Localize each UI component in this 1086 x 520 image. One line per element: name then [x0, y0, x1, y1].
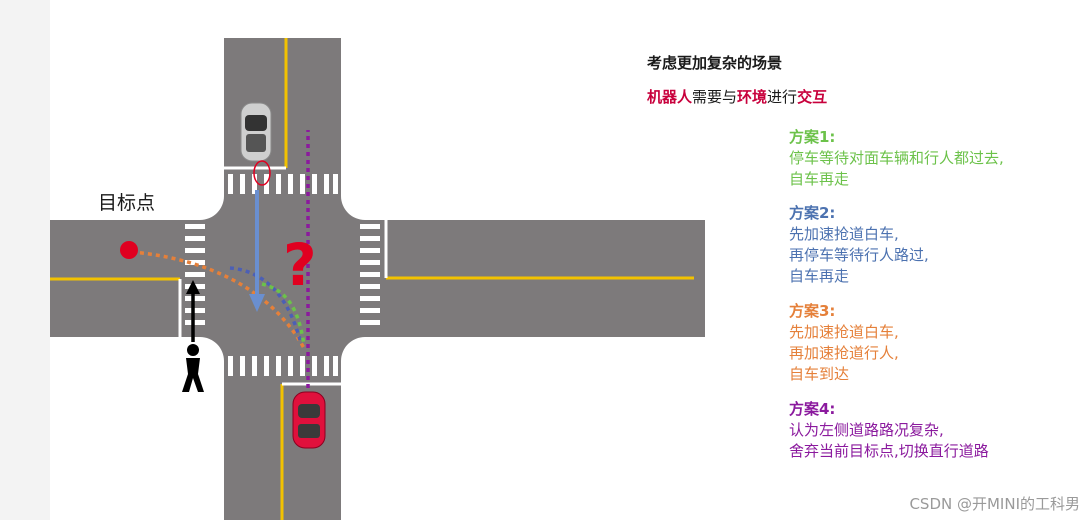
target-label: 目标点 [98, 192, 156, 214]
path-plan2-blue [229, 266, 302, 341]
plan-3-line-1: 先加速抢道白车, [789, 323, 899, 341]
subtitle-env: 环境 [737, 88, 768, 106]
corner-sw [200, 337, 224, 361]
plan-1-title: 方案1: [789, 128, 836, 146]
crosswalk-south [228, 356, 338, 376]
pedestrian-icon [182, 280, 204, 392]
plan-3-line-2: 再加速抢道行人, [789, 344, 899, 362]
plan-4: 方案4: 认为左侧道路路况复杂, 舍弃当前目标点,切换直行道路 [789, 399, 989, 462]
crosswalk-west [185, 224, 205, 325]
stop-lines [178, 166, 388, 386]
subtitle-interact: 交互 [797, 88, 828, 106]
question-mark: ? [283, 231, 317, 299]
plan-2-title: 方案2: [789, 204, 836, 222]
page-title: 考虑更加复杂的场景 [647, 54, 783, 72]
plan-3: 方案3: 先加速抢道白车, 再加速抢道行人, 自车到达 [789, 301, 899, 385]
corner-ne [341, 196, 365, 220]
road-center [224, 210, 341, 350]
plan-2: 方案2: 先加速抢道白车, 再停车等待行人路过, 自车再走 [789, 203, 929, 287]
curb-corners [200, 196, 365, 361]
plan-4-line-1: 认为左侧道路路况复杂, [789, 421, 944, 439]
plan-4-line-2: 舍弃当前目标点,切换直行道路 [789, 442, 989, 460]
plan-4-title: 方案4: [789, 400, 836, 418]
white-car [240, 102, 272, 186]
crosswalk-east [360, 224, 380, 325]
target-point [120, 241, 138, 259]
lane-lines [50, 38, 694, 520]
plan-2-line-1: 先加速抢道白车, [789, 225, 899, 243]
white-car-arrow [249, 190, 265, 312]
plan-2-line-2: 再停车等待行人路过, [789, 246, 929, 264]
crosswalk-north [228, 174, 338, 194]
subtitle-robot: 机器人 [647, 88, 693, 106]
red-car [292, 391, 326, 449]
subtitle-mid1: 需要与 [692, 88, 738, 106]
plan-3-line-3: 自车到达 [789, 365, 850, 383]
plan-3-title: 方案3: [789, 302, 836, 320]
plan-2-line-3: 自车再走 [789, 267, 850, 285]
watermark: CSDN @开MINI的工科男 [909, 495, 1080, 513]
subtitle: 机器人需要与环境进行交互 [647, 86, 827, 107]
left-margin-strip [0, 0, 50, 520]
subtitle-mid2: 进行 [767, 88, 798, 106]
plan-1-line-2: 自车再走 [789, 170, 850, 188]
path-plan1-green [261, 282, 306, 346]
corner-se [341, 337, 365, 361]
plan-1-line-1: 停车等待对面车辆和行人都过去, [789, 149, 1004, 167]
plan-1: 方案1: 停车等待对面车辆和行人都过去, 自车再走 [789, 127, 1004, 190]
corner-nw [200, 196, 224, 220]
path-plan3-orange [131, 250, 307, 351]
